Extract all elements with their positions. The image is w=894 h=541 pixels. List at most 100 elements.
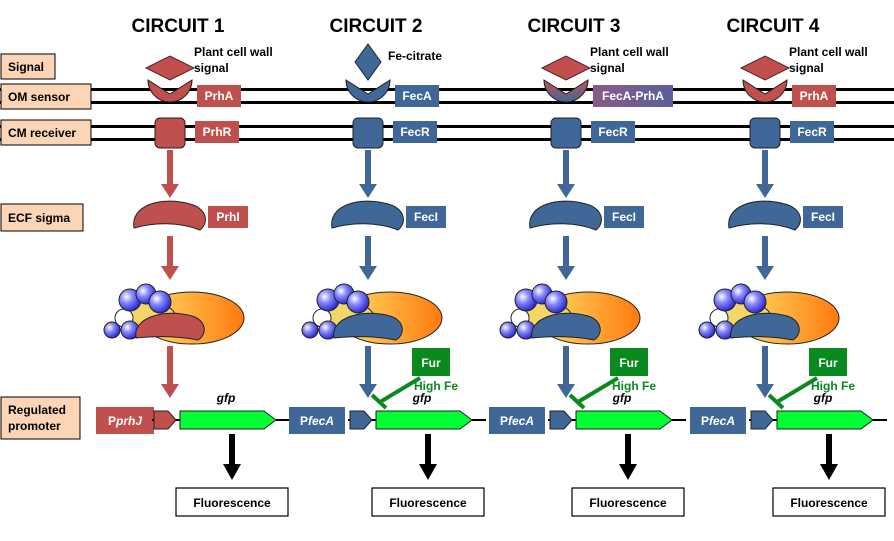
arrow-receiver-to-sigma-shaft bbox=[563, 150, 569, 186]
row-label-regulated-text: Regulated bbox=[8, 403, 66, 417]
sigma-bound bbox=[333, 312, 403, 341]
fur-label: Fur bbox=[421, 356, 441, 370]
arrow-sigma-to-polymerase-shaft bbox=[365, 236, 371, 268]
signal-label-line2: signal bbox=[789, 61, 824, 75]
promoter-label: PfecA bbox=[489, 407, 545, 434]
fur-label: Fur bbox=[818, 356, 838, 370]
gfp-label: gfp bbox=[813, 391, 833, 405]
promoter-arrow bbox=[153, 410, 177, 430]
gfp-gene bbox=[179, 410, 277, 430]
promoter-label: PprhJ bbox=[96, 407, 154, 434]
arrow-polymerase-to-promoter-shaft bbox=[167, 346, 173, 386]
output-arrow-shaft bbox=[625, 434, 631, 468]
ecf-sigma-label: FecI bbox=[612, 210, 636, 224]
om-sensor-label-box bbox=[197, 85, 241, 107]
row-label-regulated-promoter: Regulated promoter bbox=[0, 396, 81, 440]
ecf-sigma-label: FecI bbox=[811, 210, 835, 224]
om-sensor-protein bbox=[543, 79, 589, 103]
om-sensor-protein bbox=[742, 79, 788, 103]
row-label-cm-receiver-text: CM receiver bbox=[8, 126, 76, 140]
cm-receiver-label-box bbox=[393, 121, 437, 143]
row-label-promoter-text: promoter bbox=[8, 419, 61, 433]
circuit-title: CIRCUIT 1 bbox=[132, 16, 225, 37]
circuit-title: CIRCUIT 3 bbox=[528, 16, 621, 37]
polymerase-subunit-4 bbox=[743, 290, 767, 314]
dna-line-tail bbox=[472, 419, 486, 421]
ecf-sigma-label-box bbox=[803, 206, 843, 228]
signal-label-line2: signal bbox=[590, 61, 625, 75]
cm-receiver-label: FecR bbox=[797, 125, 827, 139]
om-sensor-label-box bbox=[593, 85, 673, 107]
promoter-prefix: P bbox=[300, 414, 308, 428]
promoter-label: PfecA bbox=[690, 407, 746, 434]
ecf-sigma-protein bbox=[331, 200, 404, 231]
cm-receiver-protein bbox=[749, 117, 781, 149]
row-label-om-sensor-text: OM sensor bbox=[8, 90, 70, 104]
arrow-sigma-to-polymerase-head bbox=[557, 266, 575, 280]
sigma-bound bbox=[730, 312, 800, 341]
fluorescence-label: Fluorescence bbox=[589, 496, 667, 510]
signal-label-line2: signal bbox=[194, 61, 229, 75]
signal-label: Fe-citrate bbox=[388, 49, 442, 63]
arrow-sigma-to-polymerase-head bbox=[756, 266, 774, 280]
inner-membrane bbox=[0, 125, 894, 141]
ecf-sigma-protein bbox=[133, 200, 206, 231]
circuit-2: CIRCUIT 2Fe-citrateFecAFecRFecIPfecAgfpF… bbox=[289, 16, 486, 517]
arrow-receiver-to-sigma-head bbox=[756, 184, 774, 198]
dna-line-tail bbox=[276, 419, 290, 421]
fur-inhibition-line bbox=[775, 376, 819, 404]
sigma-bound bbox=[531, 312, 601, 341]
polymerase-subunit-5 bbox=[103, 321, 121, 339]
plant-signal bbox=[739, 55, 791, 81]
promoter-label-text: PfecA bbox=[500, 414, 534, 428]
om-sensor-label: PrhA bbox=[205, 89, 234, 103]
signal-label-line1: Plant cell wall bbox=[789, 45, 868, 59]
promoter-label-box bbox=[289, 407, 345, 434]
gfp-gene bbox=[776, 410, 874, 430]
row-label-ecf-sigma: ECF sigma bbox=[0, 203, 84, 232]
promoter-label-box bbox=[489, 407, 545, 434]
ecf-sigma-label-box bbox=[208, 206, 248, 228]
promoter-prefix: P bbox=[701, 414, 709, 428]
fluorescence-box bbox=[772, 487, 886, 517]
fluorescence-label: Fluorescence bbox=[193, 496, 271, 510]
polymerase-subunit-5 bbox=[499, 321, 517, 339]
cm-receiver-label-box bbox=[591, 121, 635, 143]
output-arrow-shaft bbox=[425, 434, 431, 468]
fur-inhibition-bar bbox=[370, 393, 388, 410]
ecf-sigma-label-box bbox=[604, 206, 644, 228]
promoter-prefix: P bbox=[500, 414, 508, 428]
cm-receiver-label: FecR bbox=[400, 125, 430, 139]
promoter-label-box bbox=[96, 407, 154, 434]
fluorescence-label: Fluorescence bbox=[389, 496, 467, 510]
promoter-arrow bbox=[349, 410, 373, 430]
sigma-bound bbox=[135, 312, 205, 341]
high-fe-label: High Fe bbox=[811, 379, 855, 393]
gfp-gene bbox=[575, 410, 673, 430]
om-sensor-label-box bbox=[395, 85, 439, 107]
promoter-label: PfecA bbox=[289, 407, 345, 434]
ecf-sigma-protein bbox=[529, 200, 602, 231]
ecf-sigma-label: FecI bbox=[414, 210, 438, 224]
output-arrow-head bbox=[820, 464, 838, 480]
arrow-polymerase-to-promoter-shaft bbox=[365, 346, 371, 386]
signal-label-line1: Plant cell wall bbox=[590, 45, 669, 59]
polymerase-subunit-4 bbox=[544, 290, 568, 314]
fur-box bbox=[610, 348, 648, 376]
fur-box bbox=[412, 348, 450, 376]
signal-label-line1: Plant cell wall bbox=[194, 45, 273, 59]
promoter-label-text: PfecA bbox=[701, 414, 735, 428]
om-sensor-label: FecA-PrhA bbox=[602, 89, 664, 103]
output-arrow-head bbox=[223, 464, 241, 480]
fluorescence-box bbox=[175, 487, 289, 517]
dna-line-tail bbox=[672, 419, 686, 421]
fe-citrate-signal bbox=[354, 43, 382, 81]
ecf-sigma-protein bbox=[728, 200, 801, 231]
high-fe-label: High Fe bbox=[414, 379, 458, 393]
cm-receiver-label-box bbox=[790, 121, 834, 143]
arrow-sigma-to-polymerase-head bbox=[359, 266, 377, 280]
fur-inhibition-line bbox=[576, 376, 620, 404]
